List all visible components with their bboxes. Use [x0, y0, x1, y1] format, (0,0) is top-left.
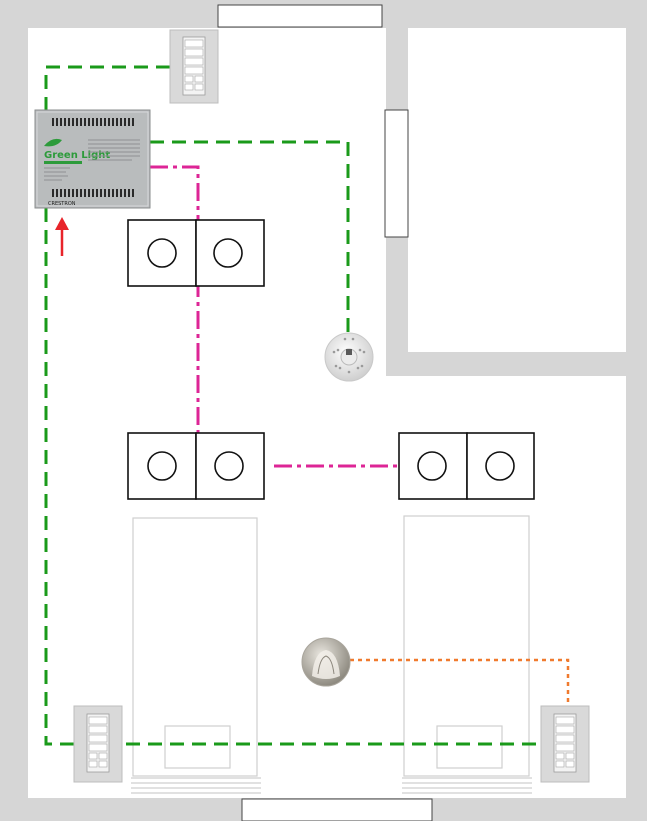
window-top [217, 4, 383, 28]
wall-keypad-icon[interactable] [540, 705, 590, 783]
lighting-control-panel-icon[interactable]: Green Light CRESTRON [34, 109, 151, 209]
wall-keypad-icon[interactable] [169, 29, 219, 104]
wire-keypad-top [44, 65, 170, 112]
wire-panel-keypads [44, 208, 560, 746]
two-lamp-fixture-icon[interactable] [398, 432, 535, 500]
panel-logo-line1: Green Light [44, 150, 110, 161]
vent-top [52, 118, 134, 126]
room-closet [408, 28, 626, 352]
occupancy-sensor-icon[interactable] [324, 332, 374, 382]
panel-fine-print [44, 139, 140, 181]
sensor-wiring [350, 658, 570, 706]
wire-panel-fixtures [150, 165, 200, 433]
bed-left [131, 517, 261, 794]
dimmer-wiring [150, 165, 398, 468]
lowvoltage-wiring [44, 65, 560, 746]
panel-brand: CRESTRON [48, 201, 76, 207]
wire-panel-sensor [150, 140, 350, 335]
bed-right [402, 515, 532, 794]
leaf-icon [44, 138, 62, 147]
two-lamp-fixture-icon[interactable] [127, 219, 265, 287]
wall-keypad-icon[interactable] [73, 705, 123, 783]
two-lamp-fixture-icon[interactable] [127, 432, 265, 500]
vent-bottom [52, 189, 134, 197]
arrow-icon [55, 217, 69, 256]
closet-door [384, 109, 409, 238]
door-bottom [241, 798, 433, 821]
wall-sensor-icon[interactable] [301, 637, 351, 687]
